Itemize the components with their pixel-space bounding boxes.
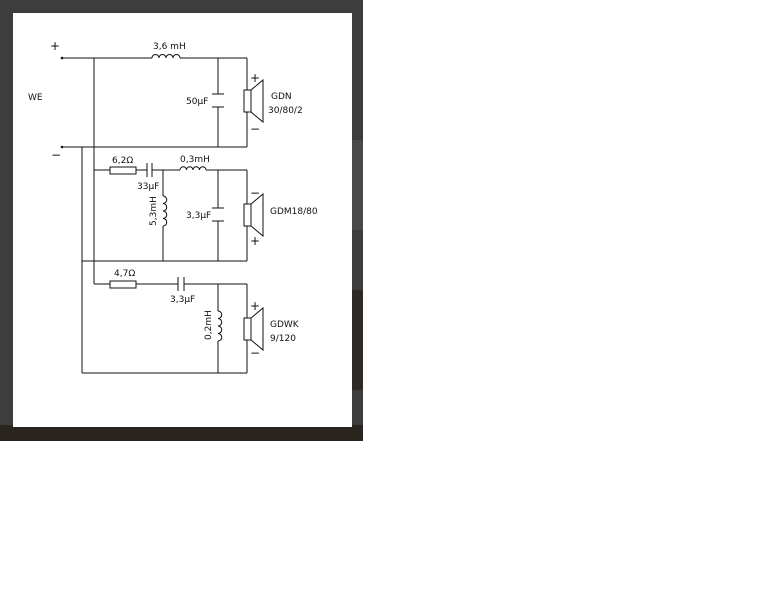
inductor-3-6mh-label: 3,6 mH bbox=[153, 42, 186, 52]
midrange-pol-top: − bbox=[250, 186, 260, 200]
background-strip bbox=[352, 140, 363, 230]
woofer-pol-bottom: − bbox=[250, 346, 260, 360]
screenshot-frame: + − WE bbox=[0, 0, 363, 441]
speaker-gdwk bbox=[243, 306, 264, 352]
tweeter-pol-bottom: − bbox=[250, 122, 260, 136]
capacitor-3-3uf-shunt bbox=[212, 207, 224, 222]
resistor-4-7ohm-label: 4,7Ω bbox=[114, 269, 135, 279]
capacitor-50uf bbox=[212, 93, 224, 108]
woofer-pol-top: + bbox=[250, 299, 260, 313]
capacitor-50uf-label: 50µF bbox=[186, 97, 208, 107]
midrange-pol-bottom: + bbox=[250, 234, 260, 248]
resistor-4-7ohm bbox=[109, 280, 137, 289]
background-strip bbox=[0, 425, 363, 441]
capacitor-3-3uf-shunt-label: 3,3µF bbox=[186, 211, 211, 221]
wiring bbox=[62, 57, 248, 374]
inductor-0-2mh-label: 0,2mH bbox=[204, 310, 214, 340]
speaker-gdn bbox=[243, 78, 264, 124]
tweeter-pol-top: + bbox=[250, 71, 260, 85]
inductor-0-3mh-label: 0,3mH bbox=[180, 155, 210, 165]
inductor-0-2mh bbox=[217, 310, 223, 342]
speaker-gdwk-label-1: GDWK bbox=[270, 320, 300, 330]
plus-terminal-label: + bbox=[50, 39, 60, 53]
resistor-6-2ohm bbox=[109, 166, 137, 175]
schematic-sheet bbox=[13, 13, 352, 427]
crossover-schematic: + − WE bbox=[28, 39, 318, 374]
inductor-5-3mh-label: 5,3mH bbox=[149, 196, 159, 226]
speaker-gdm-label: GDM18/80 bbox=[270, 207, 318, 217]
capacitor-33uf-label: 33µF bbox=[137, 182, 159, 192]
speaker-gdm bbox=[243, 192, 264, 238]
capacitor-33uf bbox=[146, 163, 153, 177]
capacitor-3-3uf-series-label: 3,3µF bbox=[170, 295, 195, 305]
background-strip bbox=[352, 290, 363, 390]
resistor-6-2ohm-label: 6,2Ω bbox=[112, 156, 133, 166]
input-label: WE bbox=[28, 93, 43, 103]
inductor-3-6mh bbox=[151, 54, 181, 59]
speaker-gdn-label-1: GDN bbox=[271, 92, 292, 102]
minus-terminal-label: − bbox=[51, 148, 61, 162]
speaker-gdwk-label-2: 9/120 bbox=[270, 334, 296, 344]
inductor-0-3mh bbox=[179, 166, 207, 171]
capacitor-3-3uf-series bbox=[177, 277, 185, 291]
inductor-5-3mh bbox=[162, 195, 168, 227]
speaker-gdn-label-2: 30/80/2 bbox=[268, 106, 303, 116]
